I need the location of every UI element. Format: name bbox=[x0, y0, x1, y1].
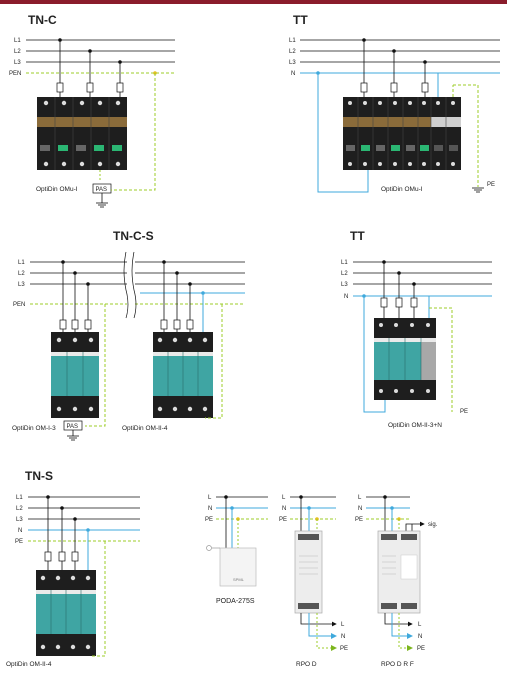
diagram-tn-c-s: TN-C-S L1 L2 L3 PEN PAS OptiDin OM-I-3 bbox=[12, 229, 245, 441]
diagram-tn-c: TN-C L1 L2 L3 PEN OptiDin OMu-I PAS bbox=[9, 13, 175, 208]
diagram-poda-275s: L N PE SPML PODA-275S bbox=[205, 495, 268, 605]
line-label: PEN bbox=[9, 71, 21, 77]
line-label: N bbox=[18, 528, 22, 534]
line-label: L3 bbox=[289, 60, 296, 66]
device-caption: PODA-275S bbox=[216, 598, 255, 605]
line-label: L bbox=[282, 495, 286, 501]
poda-device bbox=[219, 547, 257, 587]
output-label: N bbox=[341, 634, 345, 640]
pas-label: PAS bbox=[67, 424, 79, 430]
line-label: L3 bbox=[341, 282, 348, 288]
line-label: L1 bbox=[14, 38, 21, 44]
device-caption: OptiDin OM-II-4 bbox=[122, 425, 168, 432]
output-label: PE bbox=[417, 646, 425, 652]
diagram-title: TN-S bbox=[25, 469, 53, 483]
line-label: L bbox=[358, 495, 362, 501]
device-caption: RPO D bbox=[296, 661, 317, 668]
line-label: L2 bbox=[289, 49, 296, 55]
pe-label: PE bbox=[460, 409, 468, 415]
diagram-rpo-d-r-f: L N PE sig. L N PE RPO D R F bbox=[355, 495, 438, 668]
line-label: L3 bbox=[14, 60, 21, 66]
output-label: L bbox=[418, 622, 422, 628]
line-label: PE bbox=[355, 517, 363, 523]
line-label: N bbox=[291, 71, 295, 77]
device-caption: OptiDin OM-I-3 bbox=[12, 425, 56, 432]
line-label: L3 bbox=[18, 282, 25, 288]
line-label: PEN bbox=[13, 302, 25, 308]
line-label: N bbox=[208, 506, 212, 512]
line-label: L2 bbox=[18, 271, 25, 277]
output-label: N bbox=[418, 634, 422, 640]
device-plate-label: SPML bbox=[233, 577, 245, 582]
surge-module bbox=[343, 97, 461, 170]
pas-label: PAS bbox=[96, 187, 108, 193]
line-label: L bbox=[208, 495, 212, 501]
line-label: L1 bbox=[341, 260, 348, 266]
top-accent-bar bbox=[0, 0, 507, 4]
diagram-tt-mid: TT L1 L2 L3 N PE OptiDin OM-II-3+N bbox=[341, 229, 492, 429]
signal-label: sig. bbox=[428, 522, 438, 528]
diagram-title: TT bbox=[293, 13, 308, 27]
diagram-tt-top: TT L1 L2 L3 N PE OptiDin OMu-I bbox=[289, 13, 500, 193]
diagram-tn-s: TN-S L1 L2 L3 N PE OptiDin OM-II-4 bbox=[6, 469, 140, 668]
output-label: L bbox=[341, 622, 345, 628]
line-label: L1 bbox=[289, 38, 296, 44]
line-label: L2 bbox=[341, 271, 348, 277]
line-label: L2 bbox=[16, 506, 23, 512]
line-label: L1 bbox=[16, 495, 23, 501]
line-label: N bbox=[282, 506, 286, 512]
line-label: PE bbox=[15, 539, 23, 545]
line-label: L1 bbox=[18, 260, 25, 266]
surge-module bbox=[37, 97, 127, 170]
line-label: N bbox=[344, 294, 348, 300]
line-label: L3 bbox=[16, 517, 23, 523]
diagram-title: TT bbox=[350, 229, 365, 243]
diagram-title: TN-C bbox=[28, 13, 57, 27]
line-label: PE bbox=[205, 517, 213, 523]
device-caption: OptiDin OMu-I bbox=[381, 186, 423, 193]
device-caption: OptiDin OMu-I bbox=[36, 186, 78, 193]
device-caption: OptiDin OM-II-3+N bbox=[388, 422, 442, 429]
diagram-title: TN-C-S bbox=[113, 229, 154, 243]
line-label: PE bbox=[279, 517, 287, 523]
device-caption: OptiDin OM-II-4 bbox=[6, 661, 52, 668]
device-caption: RPO D R F bbox=[381, 661, 414, 668]
line-label: N bbox=[358, 506, 362, 512]
rpo-d-device bbox=[294, 530, 323, 614]
output-label: PE bbox=[340, 646, 348, 652]
diagram-rpo-d: L N PE L N PE RPO D bbox=[279, 495, 348, 668]
pe-label: PE bbox=[487, 182, 495, 188]
line-label: L2 bbox=[14, 49, 21, 55]
